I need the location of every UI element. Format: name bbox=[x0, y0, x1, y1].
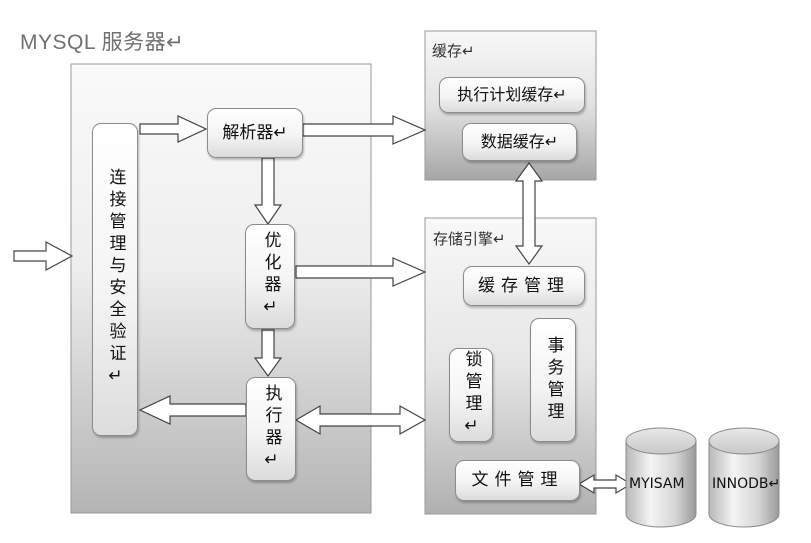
cache-management-label: 缓存管理 bbox=[478, 275, 570, 296]
optimizer-box: 优化器↵ bbox=[245, 224, 295, 329]
arrow-connection-to-parser bbox=[139, 115, 208, 143]
file-management-box: 文件管理 bbox=[455, 460, 580, 501]
innodb-cylinder bbox=[708, 427, 780, 528]
parser-label: 解析器↵ bbox=[222, 122, 288, 143]
cache-panel-label: 缓存↵ bbox=[432, 42, 475, 60]
plan-cache-label: 执行计划缓存↵ bbox=[457, 85, 567, 105]
arrow-cache-bidirectional bbox=[514, 161, 544, 266]
arrow-executor-engine-bidirectional bbox=[294, 404, 427, 436]
executor-label: 执行器↵ bbox=[261, 383, 282, 475]
plan-cache-box: 执行计划缓存↵ bbox=[439, 77, 585, 113]
file-management-label: 文件管理 bbox=[471, 470, 564, 491]
transaction-management-label: 事务管理 bbox=[543, 336, 564, 424]
server-title: MYSQL 服务器↵ bbox=[20, 31, 185, 54]
lock-management-label: 锁管理↵ bbox=[461, 349, 482, 441]
arrow-optimizer-to-executor bbox=[253, 329, 283, 378]
myisam-label: MYISAM bbox=[629, 476, 685, 492]
innodb-label: INNODB↵ bbox=[712, 476, 781, 492]
connection-security-box: 连接管理与安全验证↵ bbox=[92, 123, 138, 436]
cache-management-box: 缓存管理 bbox=[463, 266, 585, 306]
arrow-executor-to-connection bbox=[138, 395, 247, 425]
input-arrow bbox=[13, 240, 74, 272]
engine-panel-label: 存储引擎↵ bbox=[433, 230, 506, 248]
parser-box: 解析器↵ bbox=[207, 108, 303, 158]
transaction-management-box: 事务管理 bbox=[530, 318, 576, 442]
arrow-parser-to-optimizer bbox=[253, 157, 283, 226]
executor-box: 执行器↵ bbox=[246, 377, 296, 481]
data-cache-box: 数据缓存↵ bbox=[462, 123, 577, 161]
optimizer-label: 优化器↵ bbox=[260, 231, 281, 322]
lock-management-box: 锁管理↵ bbox=[449, 348, 493, 442]
arrow-optimizer-to-engine bbox=[295, 257, 427, 287]
arrow-parser-to-cache bbox=[302, 115, 427, 145]
connection-security-label: 连接管理与安全验证↵ bbox=[105, 168, 126, 391]
data-cache-label: 数据缓存↵ bbox=[480, 132, 559, 152]
myisam-cylinder bbox=[625, 427, 697, 528]
